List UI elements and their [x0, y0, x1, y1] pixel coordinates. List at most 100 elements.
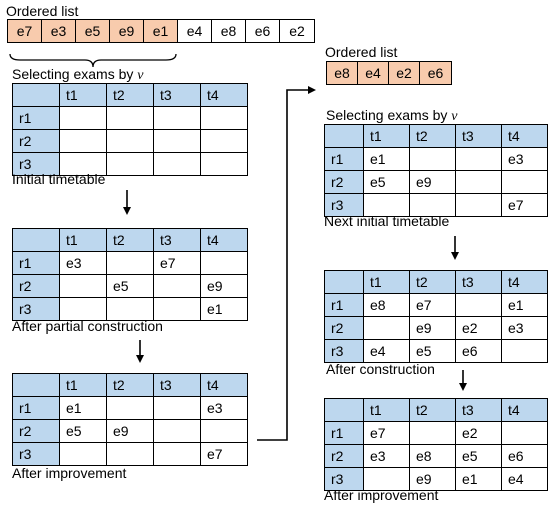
row-header: r1 [12, 396, 60, 420]
timetable-cell [106, 152, 154, 176]
row-header: r3 [12, 442, 60, 466]
right-selecting-variable: v [451, 109, 458, 124]
timetable-cell [59, 106, 107, 130]
timetable-cell: e5 [59, 419, 107, 443]
row-header: r3 [324, 339, 364, 363]
table-row: r1 [12, 106, 248, 130]
column-header: t4 [200, 373, 248, 397]
column-header: t3 [153, 228, 201, 252]
timetable-cell: e9 [409, 467, 456, 491]
right-exam-cell: e4 [358, 62, 389, 84]
timetable-cell [59, 297, 107, 321]
left-exam-cell: e8 [212, 20, 246, 42]
left-exam-cell: e4 [178, 20, 212, 42]
timetable-cell [153, 396, 201, 420]
timetable-cell: e1 [200, 297, 248, 321]
column-header: t1 [363, 124, 410, 148]
timetable-cell: e3 [59, 251, 107, 275]
timetable-cell: e6 [501, 444, 548, 468]
timetable-cell [106, 129, 154, 153]
timetable-cell [200, 251, 248, 275]
timetable-cell: e1 [501, 293, 548, 317]
left-caption-partial: After partial construction [12, 318, 163, 334]
timetable-cell: e3 [501, 316, 548, 340]
column-header [12, 373, 60, 397]
timetable-cell: e6 [455, 339, 502, 363]
timetable-cell [409, 147, 456, 171]
column-header: t2 [106, 228, 154, 252]
timetable-cell [501, 421, 548, 445]
row-header: r1 [324, 421, 364, 445]
left-selecting-label: Selecting exams by v [12, 66, 144, 83]
right-exam-cell: e8 [327, 62, 358, 84]
timetable-cell [455, 293, 502, 317]
column-header: t4 [200, 228, 248, 252]
timetable-cell [409, 193, 456, 217]
left-caption-improvement: After improvement [12, 465, 127, 481]
left-exam-cell: e6 [246, 20, 280, 42]
table-row: r3 [12, 152, 248, 176]
timetable-cell [153, 274, 201, 298]
table-row: r2 [12, 129, 248, 153]
timetable-cell [200, 152, 248, 176]
timetable-cell: e4 [501, 467, 548, 491]
timetable-cell [501, 339, 548, 363]
left-exam-cell: e5 [76, 20, 110, 42]
row-header: r2 [324, 444, 364, 468]
row-header: r1 [12, 251, 60, 275]
timetable-cell [59, 152, 107, 176]
right-exam-cell: e6 [420, 62, 451, 84]
column-header [324, 398, 364, 422]
arrow-to-right-column-icon [257, 86, 316, 441]
right-caption-construction: After construction [326, 361, 435, 377]
timetable-cell: e5 [363, 170, 410, 194]
timetable-cell: e2 [455, 421, 502, 445]
row-header: r3 [324, 193, 364, 217]
right-selecting-label: Selecting exams by v [326, 107, 458, 124]
row-header: r3 [12, 152, 60, 176]
table-row: r3 e1 [12, 297, 248, 321]
timetable-cell: e9 [409, 170, 456, 194]
timetable-cell [455, 193, 502, 217]
timetable-cell: e5 [106, 274, 154, 298]
timetable-cell: e9 [200, 274, 248, 298]
left-exam-cell: e3 [42, 20, 76, 42]
timetable-cell: e5 [409, 339, 456, 363]
timetable-cell: e8 [363, 293, 410, 317]
timetable-cell: e3 [363, 444, 410, 468]
timetable-cell [363, 467, 410, 491]
timetable-cell [106, 106, 154, 130]
row-header: r2 [12, 129, 60, 153]
column-header: t3 [455, 270, 502, 294]
column-header: t4 [200, 83, 248, 107]
left-caption-initial: Initial timetable [12, 171, 106, 187]
column-header: t2 [106, 373, 154, 397]
column-header: t3 [455, 398, 502, 422]
column-header: t2 [409, 124, 456, 148]
timetable-cell: e9 [409, 316, 456, 340]
left-exam-cell: e2 [289, 23, 305, 39]
timetable-cell: e1 [455, 467, 502, 491]
left-exam-cell: e9 [110, 20, 144, 42]
timetable-cell: e1 [363, 147, 410, 171]
timetable-cell [153, 297, 201, 321]
row-header: r3 [12, 297, 60, 321]
column-header: t4 [501, 398, 548, 422]
